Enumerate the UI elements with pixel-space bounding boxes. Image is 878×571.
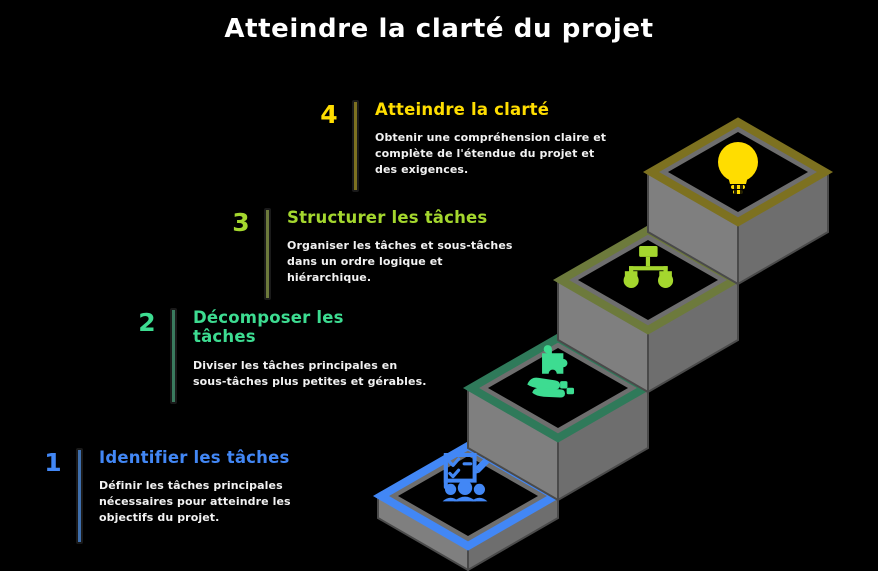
step-accent-bar-1 [76, 448, 83, 544]
step-item-2: 2 Décomposer les tâches Diviser les tâch… [128, 308, 428, 404]
step-item-1: 1 Identifier les tâches Définir les tâch… [34, 448, 334, 544]
step-accent-bar-3 [264, 208, 271, 300]
step-title-3: Structurer les tâches [287, 208, 488, 227]
step-accent-bar-2 [170, 308, 177, 404]
lightbulb-icon [718, 142, 758, 194]
step-item-3: 3 Structurer les tâches Organiser les tâ… [222, 208, 522, 300]
page-title: Atteindre la clarté du projet [224, 14, 654, 44]
step-accent-bar-4 [352, 100, 359, 192]
step-number-2: 2 [138, 308, 156, 337]
step-title-2: Décomposer les tâches [193, 308, 344, 347]
step-description-2: Diviser les tâches principales en sous-t… [193, 358, 427, 388]
step-title-4: Atteindre la clarté [375, 100, 550, 119]
step-description-1: Définir les tâches principales nécessair… [99, 479, 291, 525]
hand-puzzle-piece-icon [527, 345, 575, 398]
checklist-team-icon [442, 452, 489, 502]
staircase-block-4 [642, 117, 834, 286]
staircase-block-3 [552, 225, 744, 394]
step-number-4: 4 [320, 100, 338, 129]
step-item-4: 4 Atteindre la clarté Obtenir une compré… [310, 100, 610, 192]
step-number-3: 3 [232, 208, 250, 237]
step-description-4: Obtenir une compréhension claire et comp… [375, 131, 607, 177]
step-title-1: Identifier les tâches [99, 448, 290, 467]
step-description-3: Organiser les tâches et sous-tâches dans… [287, 239, 513, 285]
staircase-block-2 [462, 333, 654, 502]
hierarchy-sitemap-icon [623, 246, 674, 288]
step-number-1: 1 [44, 448, 62, 477]
staircase-block-1 [372, 441, 564, 571]
